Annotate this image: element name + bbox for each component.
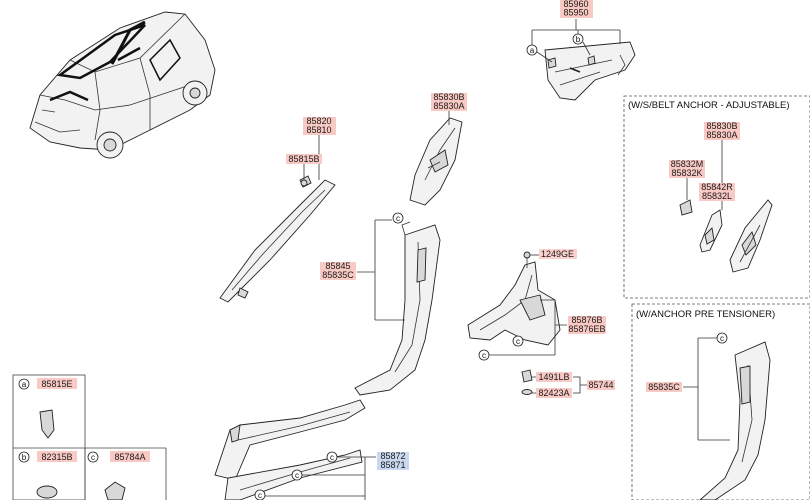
b-pillar-lower-trim bbox=[354, 221, 441, 396]
inset-pre-tensioner bbox=[631, 303, 810, 500]
callout-bg-85876b bbox=[568, 316, 606, 334]
inset-belt-anchor-parts bbox=[679, 199, 773, 273]
marker-c-rear1 bbox=[512, 335, 524, 347]
callout-85744: 85744 bbox=[588, 380, 613, 390]
callout-bg-85872 bbox=[377, 452, 409, 470]
marker-b-label: b bbox=[576, 35, 581, 44]
inset-callout-85830a: 85830A bbox=[706, 130, 737, 140]
grommet-b-icon bbox=[36, 485, 58, 499]
marker-c-rear2 bbox=[478, 349, 490, 361]
b-pillar-upper-trim bbox=[409, 117, 463, 206]
clip-a-icon bbox=[39, 409, 55, 439]
inset-pre-tensioner-title: (W/ANCHOR PRE TENSIONER) bbox=[636, 309, 775, 320]
callout-1249ge: 1249GE bbox=[541, 249, 574, 259]
marker-a-roof bbox=[526, 44, 538, 56]
inset-belt-anchor bbox=[623, 95, 810, 299]
callout-bg-85960 bbox=[560, 0, 593, 18]
callout-85950: 85950 bbox=[563, 8, 588, 18]
inset-callout-85842r: 85842R bbox=[701, 182, 733, 192]
marker-a-label: a bbox=[530, 46, 535, 55]
inset-b-pillar-trim bbox=[699, 341, 771, 500]
marker-c-label: c bbox=[295, 471, 299, 480]
marker-b-roof bbox=[572, 33, 584, 45]
callout-85960: 85960 bbox=[563, 0, 588, 9]
callout-bg-85820 bbox=[303, 117, 336, 135]
callout-85876eb: 85876EB bbox=[568, 324, 605, 334]
callout-bg-85815b bbox=[286, 154, 322, 164]
inset-callout-85835c: 85835C bbox=[648, 382, 680, 392]
callout-bg-82423a bbox=[536, 388, 572, 398]
rear-quarter-trim bbox=[467, 251, 561, 346]
legend-b-letter: b bbox=[22, 453, 27, 462]
callout-bg-1249ge bbox=[539, 249, 577, 259]
marker-c-sill2 bbox=[291, 469, 303, 481]
inset-callout-85832l: 85832L bbox=[702, 191, 732, 201]
roof-trim-panel bbox=[544, 41, 636, 101]
inset-callout-85830b: 85830B bbox=[706, 121, 737, 131]
belt-anchor-bolt bbox=[521, 369, 533, 395]
callout-bg-85830b-main bbox=[431, 93, 467, 111]
legend-c-letter: c bbox=[91, 453, 95, 462]
inset-callout-85832m: 85832M bbox=[671, 159, 704, 169]
callout-1491lb: 1491LB bbox=[538, 372, 569, 382]
marker-c-label: c bbox=[516, 337, 520, 346]
marker-c-label: c bbox=[720, 334, 724, 343]
clip-c-icon bbox=[104, 481, 126, 500]
callout-bg-1491lb bbox=[536, 372, 572, 382]
callout-85820: 85820 bbox=[306, 116, 331, 126]
callout-85872: 85872 bbox=[380, 451, 405, 461]
callout-bg-85744 bbox=[587, 380, 615, 390]
marker-c-label: c bbox=[258, 491, 262, 500]
marker-c-label: c bbox=[482, 351, 486, 360]
car-illustration bbox=[29, 11, 216, 159]
callout-85815b: 85815B bbox=[288, 154, 319, 164]
fastener-legend: a 85815E b 82315B c 85784A bbox=[12, 374, 167, 500]
door-sill-trim bbox=[214, 399, 366, 500]
callout-85835c: 85835C bbox=[322, 270, 354, 280]
callout-85830a: 85830A bbox=[433, 101, 464, 111]
marker-c-bpillar bbox=[392, 212, 404, 224]
legend-c-part: 85784A bbox=[114, 452, 145, 462]
callout-bg-85845 bbox=[320, 262, 356, 280]
inset-callout-85832k: 85832K bbox=[671, 168, 702, 178]
a-pillar-trim bbox=[219, 175, 336, 303]
callout-85830b: 85830B bbox=[433, 92, 464, 102]
marker-c-sill3 bbox=[254, 489, 266, 500]
callout-85845: 85845 bbox=[325, 261, 350, 271]
callout-85876b: 85876B bbox=[571, 315, 602, 325]
callout-85810: 85810 bbox=[306, 125, 331, 135]
legend-a-part: 85815E bbox=[41, 379, 72, 389]
marker-c-inset bbox=[716, 332, 728, 344]
inset-belt-anchor-title: (W/S/BELT ANCHOR - ADJUSTABLE) bbox=[628, 100, 790, 111]
callout-82423a: 82423A bbox=[538, 388, 569, 398]
legend-a-letter: a bbox=[22, 380, 27, 389]
marker-c-sill1 bbox=[326, 451, 338, 463]
callout-85871: 85871 bbox=[380, 460, 405, 470]
marker-c-label: c bbox=[330, 453, 334, 462]
legend-b-part: 82315B bbox=[41, 452, 72, 462]
marker-c-label: c bbox=[396, 214, 400, 223]
